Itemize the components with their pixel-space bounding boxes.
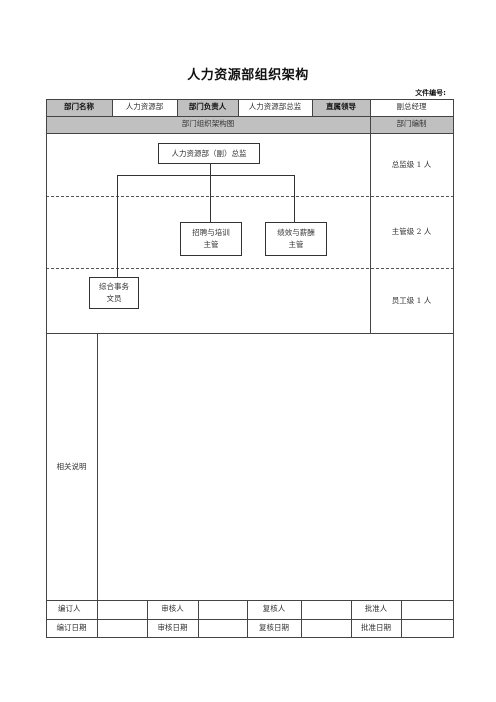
header-label-fill-dept-name [46, 100, 112, 117]
table-line [112, 99, 113, 116]
dashed-divider [46, 196, 454, 197]
table-line [46, 99, 47, 637]
org-node-label: 绩效与薪酬 [277, 228, 315, 237]
page-title: 人力资源部组织架构 [187, 68, 309, 83]
org-node-label: 文员 [106, 294, 122, 303]
staffing-director-level: 总监级 1 人 [391, 159, 432, 169]
table-line [370, 99, 371, 333]
compile-date-label: 编订日期 [56, 622, 87, 632]
staffing-supervisor-level: 主管级 2 人 [391, 227, 432, 237]
table-line [301, 600, 302, 637]
approve-date-label: 批准日期 [361, 622, 391, 632]
connector-line [294, 175, 295, 222]
table-line [46, 116, 454, 117]
table-line [351, 600, 352, 637]
dept-head-label: 部门负责人 [188, 102, 227, 112]
table-line [46, 619, 454, 620]
staffing-section-label: 部门编制 [396, 119, 427, 129]
rechecker-label: 复核人 [262, 604, 286, 614]
dept-name-value: 人力资源部 [125, 102, 164, 112]
compile-date-value[interactable] [97, 619, 147, 637]
connector-line [117, 175, 295, 176]
table-line [46, 133, 454, 134]
header-label-fill-leader [312, 100, 370, 117]
org-node-label: 综合事务 [99, 282, 129, 291]
header-label-fill-dept-head [177, 100, 238, 117]
section-header-fill [46, 117, 453, 133]
recheck-date-label: 复核日期 [259, 622, 289, 632]
notes-label: 相关说明 [56, 461, 87, 471]
dept-name-label: 部门名称 [64, 102, 94, 112]
reviewer-label: 审核人 [161, 604, 184, 614]
reviewer-value[interactable] [198, 600, 247, 619]
table-line [453, 99, 454, 637]
recheck-date-value[interactable] [301, 619, 351, 637]
compiler-value[interactable] [97, 600, 147, 619]
table-line [198, 600, 199, 637]
dept-head-value: 人力资源部总监 [248, 102, 302, 112]
table-line [46, 333, 454, 334]
rechecker-value[interactable] [301, 600, 351, 619]
org-node-label: 人力资源部（副）总监 [171, 148, 247, 158]
table-line [312, 99, 313, 116]
table-line [238, 99, 239, 116]
org-chart-section-label: 部门组织架构图 [181, 119, 235, 129]
direct-leader-value: 副总经理 [396, 102, 427, 112]
approve-date-value[interactable] [401, 619, 453, 637]
table-line [247, 600, 248, 637]
approver-value[interactable] [401, 600, 453, 619]
compiler-label: 编订人 [58, 604, 81, 614]
org-node-label: 招聘与培训 [192, 228, 230, 237]
connector-line [210, 175, 211, 222]
notes-content-area[interactable] [98, 334, 453, 600]
org-node-hr-director: 人力资源部（副）总监 [158, 143, 260, 164]
connector-line [210, 163, 211, 175]
org-node-label: 主管 [288, 240, 304, 249]
table-line [147, 600, 148, 637]
table-line [401, 600, 402, 637]
review-date-label: 审核日期 [157, 622, 188, 632]
staffing-staff-level: 员工级 1 人 [391, 295, 432, 305]
doc-number-label: 文件编号: [415, 89, 446, 97]
org-node-recruit-training: 招聘与培训 主管 [180, 222, 242, 256]
table-line [46, 637, 454, 638]
review-date-value[interactable] [198, 619, 247, 637]
org-node-performance-pay: 绩效与薪酬 主管 [265, 222, 327, 256]
table-line [46, 99, 454, 100]
approver-label: 批准人 [364, 604, 388, 614]
table-line [46, 600, 454, 601]
dashed-divider [46, 268, 454, 269]
connector-line [117, 175, 118, 277]
org-node-label: 主管 [203, 240, 219, 249]
org-node-admin-clerk: 综合事务 文员 [89, 277, 139, 309]
table-line [177, 99, 178, 116]
direct-leader-label: 直属领导 [326, 102, 356, 112]
table-line [97, 333, 98, 637]
